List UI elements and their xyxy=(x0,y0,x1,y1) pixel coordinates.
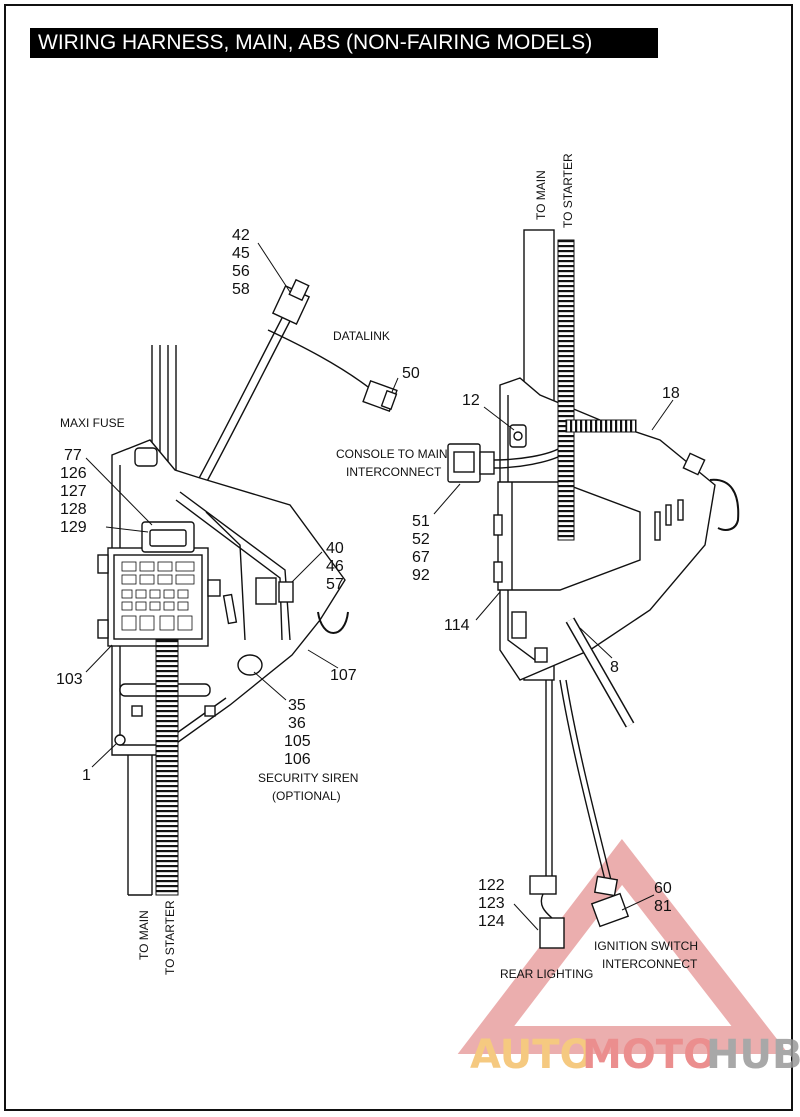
callout-114: 114 xyxy=(444,617,470,634)
label-optional: (OPTIONAL) xyxy=(272,789,341,803)
watermark-auto: AUTO xyxy=(470,1032,594,1078)
left-leader-lines xyxy=(85,242,399,768)
callout-122: 122 xyxy=(478,877,505,894)
label-left-to-main: TO MAIN xyxy=(137,910,151,960)
label-console-interconnect: INTERCONNECT xyxy=(346,465,442,479)
label-security-siren: SECURITY SIREN xyxy=(258,771,358,785)
label-right-to-main: TO MAIN xyxy=(534,170,548,220)
page-title: WIRING HARNESS, MAIN, ABS (NON-FAIRING M… xyxy=(30,28,658,58)
left-starter-cable xyxy=(155,639,179,896)
label-maxi-fuse: MAXI FUSE xyxy=(60,416,125,430)
right-callouts: TO MAIN TO STARTER 18 12 CONSOLE TO MAIN… xyxy=(336,153,698,981)
callout-58: 58 xyxy=(232,281,250,298)
callout-40: 40 xyxy=(326,540,344,557)
label-ignition-interconnect: INTERCONNECT xyxy=(602,957,698,971)
callout-18: 18 xyxy=(662,385,680,402)
callout-129: 129 xyxy=(60,519,87,536)
right-starter-cable xyxy=(557,239,575,541)
callout-56: 56 xyxy=(232,263,250,280)
callout-36: 36 xyxy=(288,715,306,732)
watermark-logo: AUTO MOTO HUB xyxy=(457,839,800,1078)
callout-60: 60 xyxy=(654,880,672,897)
label-ignition-switch: IGNITION SWITCH xyxy=(594,939,698,953)
callout-126: 126 xyxy=(60,465,87,482)
left-assembly xyxy=(97,278,398,896)
page-frame xyxy=(4,4,793,1111)
callout-46: 46 xyxy=(326,558,344,575)
label-rear-lighting: REAR LIGHTING xyxy=(500,967,593,981)
callout-45: 45 xyxy=(232,245,250,262)
callout-42: 42 xyxy=(232,227,250,244)
callout-77: 77 xyxy=(64,447,82,464)
callout-124: 124 xyxy=(478,913,505,930)
callout-107: 107 xyxy=(330,667,357,684)
callout-12: 12 xyxy=(462,392,480,409)
label-right-to-starter: TO STARTER xyxy=(561,153,575,228)
callout-127: 127 xyxy=(60,483,87,500)
callout-128: 128 xyxy=(60,501,87,518)
watermark-moto: MOTO xyxy=(582,1032,717,1078)
callout-106: 106 xyxy=(284,751,311,768)
callout-105: 105 xyxy=(284,733,311,750)
callout-52: 52 xyxy=(412,531,430,548)
label-datalink: DATALINK xyxy=(333,329,390,343)
label-console-to-main: CONSOLE TO MAIN xyxy=(336,447,448,461)
right-starter-cable-bend xyxy=(565,419,637,433)
right-assembly xyxy=(447,229,740,949)
callout-57: 57 xyxy=(326,576,344,593)
callout-1: 1 xyxy=(82,767,91,784)
callout-51: 51 xyxy=(412,513,430,530)
callout-81: 81 xyxy=(654,898,672,915)
label-left-to-starter: TO STARTER xyxy=(163,900,177,975)
watermark-triangle xyxy=(457,839,789,1054)
left-callouts: 42 45 56 58 DATALINK 50 MAXI FUSE 77 126… xyxy=(56,227,420,975)
callout-50: 50 xyxy=(402,365,420,382)
callout-103: 103 xyxy=(56,671,83,688)
callout-67: 67 xyxy=(412,549,430,566)
callout-123: 123 xyxy=(478,895,505,912)
watermark-hub: HUB xyxy=(706,1032,800,1078)
right-leader-lines xyxy=(433,399,674,931)
callout-8: 8 xyxy=(610,659,619,676)
callout-35: 35 xyxy=(288,697,306,714)
callout-92: 92 xyxy=(412,567,430,584)
